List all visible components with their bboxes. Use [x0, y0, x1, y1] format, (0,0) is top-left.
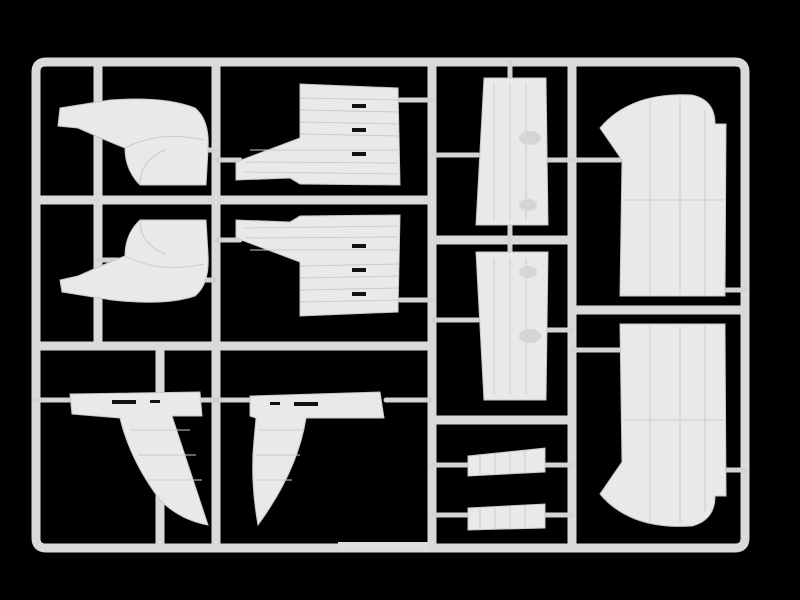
sprue-tag: [338, 542, 428, 550]
ribbed-flap-top: [235, 83, 401, 186]
small-strip-upper: [467, 447, 546, 477]
sprue-gates: [33, 59, 748, 518]
fairing-part-bottom: [59, 219, 209, 303]
ribbed-flap-bottom: [235, 214, 401, 317]
tail-fin-right: [249, 391, 385, 527]
small-strip-lower: [467, 503, 546, 531]
control-surface-upper: [475, 77, 549, 226]
control-surface-lower: [475, 251, 549, 401]
wing-panel-upper: [599, 94, 727, 297]
tail-fin-left: [69, 391, 209, 526]
wing-panel-lower: [599, 323, 727, 527]
fairing-part-top: [57, 98, 209, 186]
